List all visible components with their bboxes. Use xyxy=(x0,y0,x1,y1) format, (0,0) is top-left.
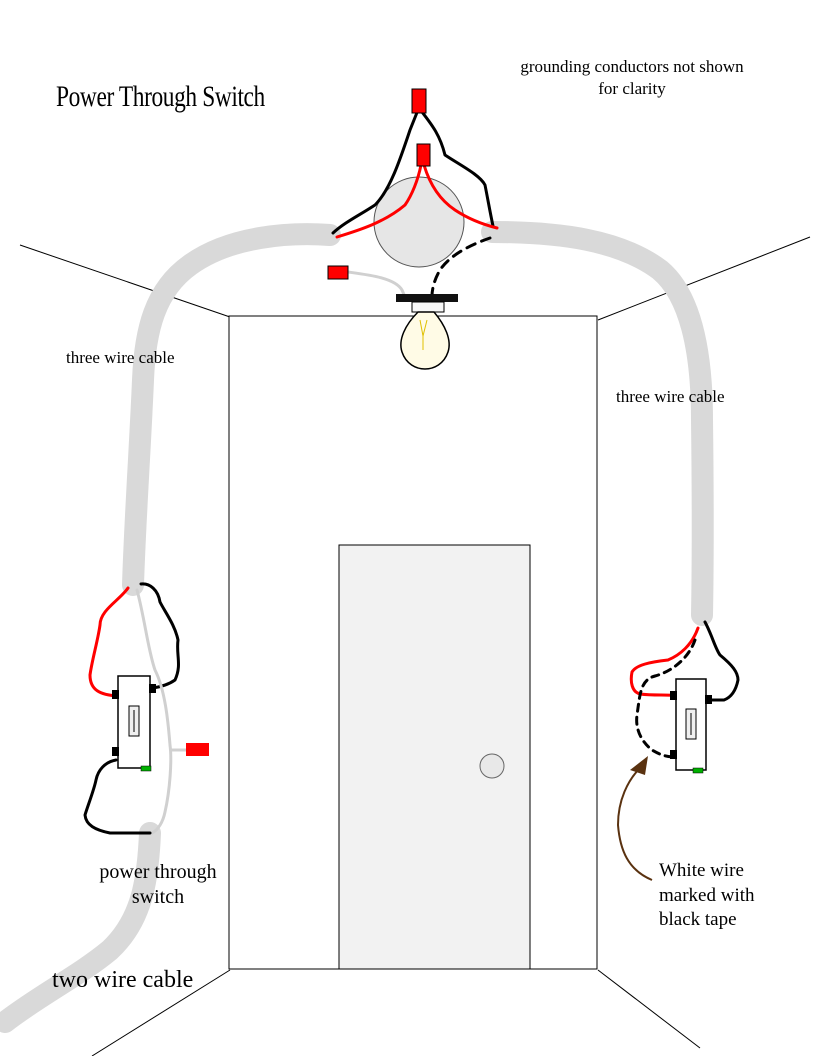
three-wire-cable-right xyxy=(481,221,714,626)
red-wire-ceiling-right xyxy=(422,163,499,230)
three-wire-cable-left-label: three wire cable xyxy=(66,348,175,367)
light-fixture-base xyxy=(396,294,458,302)
bulb-filament xyxy=(419,319,428,350)
two-wire-cable-label: two wire cable xyxy=(52,967,194,993)
light-socket xyxy=(411,301,445,313)
right-switch-terminal-bottom-left xyxy=(670,750,677,759)
dashed-black-wire-ceiling xyxy=(430,236,492,298)
power-through-line2: switch xyxy=(131,886,185,908)
right-switch-terminal-top-right xyxy=(705,695,712,704)
arrowhead-icon xyxy=(630,756,648,775)
red-wire-left-switch xyxy=(88,586,130,698)
light-bulb-icon xyxy=(400,311,450,370)
left-switch-wires xyxy=(83,582,188,835)
annotation-arrow xyxy=(616,767,653,881)
black-wire-right-switch xyxy=(703,620,740,702)
red-wire-right-switch xyxy=(629,626,700,698)
white-wire-label: White wire marked with black tape xyxy=(659,859,755,933)
right-switch-terminal-top-left xyxy=(670,691,677,700)
two-wire-cable xyxy=(0,822,161,1033)
left-switch-terminal-bottom-left xyxy=(112,747,119,756)
room-perspective-lines xyxy=(19,236,811,1056)
black-wire-left-switch-top xyxy=(139,582,180,690)
black-wire-ceiling-right xyxy=(420,110,495,228)
wire-nut-middle xyxy=(416,143,431,167)
white-wire-line1: White wire xyxy=(659,860,744,881)
door xyxy=(338,544,531,970)
wire-nut-top xyxy=(411,88,427,114)
wire-nut-left-switch xyxy=(186,743,209,756)
right-switch-ground-screw xyxy=(692,767,704,774)
grounding-note-line2: for clarity xyxy=(598,79,666,98)
red-wire-ceiling-left xyxy=(335,163,423,239)
white-wire-line2: marked with xyxy=(659,884,755,906)
dashed-white-wire-right-switch xyxy=(635,638,697,759)
power-through-switch-label: power through switch xyxy=(90,860,226,910)
left-switch-terminal-top-right xyxy=(149,684,156,693)
white-wire-ceiling xyxy=(346,270,407,299)
power-through-line1: power through xyxy=(99,861,217,883)
black-wire-ceiling-left xyxy=(331,108,420,235)
left-switch-ground-screw xyxy=(140,765,152,772)
wire-nut-white-ceiling xyxy=(327,265,349,280)
door-knob xyxy=(479,753,505,779)
cables xyxy=(0,221,714,1033)
ceiling-wires xyxy=(331,108,499,299)
three-wire-cable-right-label: three wire cable xyxy=(616,387,725,406)
right-switch-wires xyxy=(629,620,740,759)
grounding-note-line1: grounding conductors not shown xyxy=(520,57,744,76)
left-switch-terminal-top-left xyxy=(112,690,119,699)
grounding-note: grounding conductors not shown for clari… xyxy=(500,56,764,100)
ceiling-box xyxy=(373,176,465,268)
page-title: Power Through Switch xyxy=(56,80,265,113)
white-wire-left-switch xyxy=(135,588,173,835)
three-wire-cable-left xyxy=(122,223,341,596)
black-wire-left-switch-bottom xyxy=(83,758,152,835)
white-wire-line3: black tape xyxy=(659,909,737,930)
